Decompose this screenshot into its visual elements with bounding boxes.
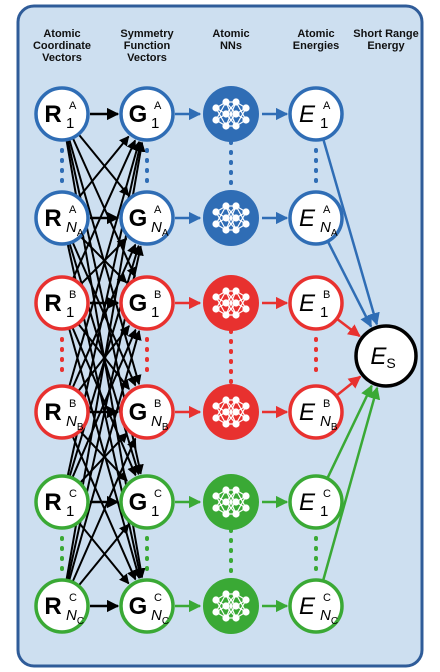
coordinate-node-species: C [69, 488, 77, 500]
cross-arrow [72, 139, 137, 279]
coordinate-node-symbol: R [44, 489, 61, 516]
energy-node-species: A [323, 204, 331, 216]
energy-node-symbol: E [299, 290, 316, 317]
energy-node-symbol: E [299, 101, 316, 128]
energy-node-species: B [323, 398, 330, 410]
symmetry-node-species: C [154, 488, 162, 500]
energy-sum-arrows [322, 139, 381, 581]
symmetry-node-species: B [154, 289, 161, 301]
arrow-e-to-es [322, 386, 381, 581]
energy-node-species: C [323, 488, 331, 500]
symmetry-node-symbol: G [129, 101, 148, 128]
short-range-energy-node: ES [354, 324, 418, 388]
coordinate-node-species: A [69, 100, 77, 112]
energy-node-symbol: E [299, 205, 316, 232]
coordinate-node-symbol: R [44, 205, 61, 232]
atomic-nn-icon [203, 474, 259, 530]
coordinate-node-index: 1 [66, 503, 74, 520]
symmetry-node-symbol: G [129, 399, 148, 426]
atomic-nn-icon [203, 86, 259, 142]
energy-node-index: 1 [320, 115, 328, 132]
coordinate-node-symbol: R [44, 290, 61, 317]
energy-node-species: C [323, 592, 331, 604]
symmetry-node-symbol: G [129, 489, 148, 516]
symmetry-node-species: B [154, 398, 161, 410]
energy-node-index: 1 [320, 304, 328, 321]
energy-node-symbol: E [299, 593, 316, 620]
symmetry-node-species: C [154, 592, 162, 604]
coordinate-node-symbol: R [44, 593, 61, 620]
symmetry-node-symbol: G [129, 205, 148, 232]
arrow-e-to-es [336, 318, 361, 338]
coordinate-node-species: C [69, 592, 77, 604]
atomic-nn-icon [203, 190, 259, 246]
cross-arrow [71, 243, 137, 388]
coordinate-node-index: 1 [66, 115, 74, 132]
cross-arrow [71, 328, 137, 478]
energy-node-index: 1 [320, 503, 328, 520]
arrow-e-to-es [327, 241, 373, 328]
symmetry-node-symbol: G [129, 593, 148, 620]
coordinate-node-index: 1 [66, 304, 74, 321]
coordinate-node-species: B [69, 289, 76, 301]
cross-arrow [78, 135, 130, 198]
cross-arrow [78, 523, 130, 586]
symmetry-node-species: A [154, 204, 162, 216]
atomic-nn-icon [203, 578, 259, 634]
coordinate-node-symbol: R [44, 101, 61, 128]
cross-arrow [68, 329, 142, 581]
energy-node-species: B [323, 289, 330, 301]
atomic-nn-icon [203, 275, 259, 331]
coordinate-node-species: A [69, 204, 77, 216]
coordinate-node-symbol: R [44, 399, 61, 426]
cross-arrow [68, 140, 142, 387]
coordinate-node-species: B [69, 398, 76, 410]
arrow-e-to-es [326, 384, 373, 479]
symmetry-node-index: 1 [151, 503, 159, 520]
arrow-e-to-es [322, 139, 380, 326]
atomic-nn-icon [203, 384, 259, 440]
energy-node-symbol: E [299, 489, 316, 516]
cross-arrow [71, 437, 137, 582]
ellipsis-dots [60, 140, 318, 580]
symmetry-node-symbol: G [129, 290, 148, 317]
row-arrows [90, 107, 289, 613]
energy-node-symbol: E [299, 399, 316, 426]
symmetry-node-index: 1 [151, 304, 159, 321]
arrow-e-to-es [336, 375, 362, 397]
energy-node-species: A [323, 100, 331, 112]
symmetry-node-species: A [154, 100, 162, 112]
symmetry-node-index: 1 [151, 115, 159, 132]
